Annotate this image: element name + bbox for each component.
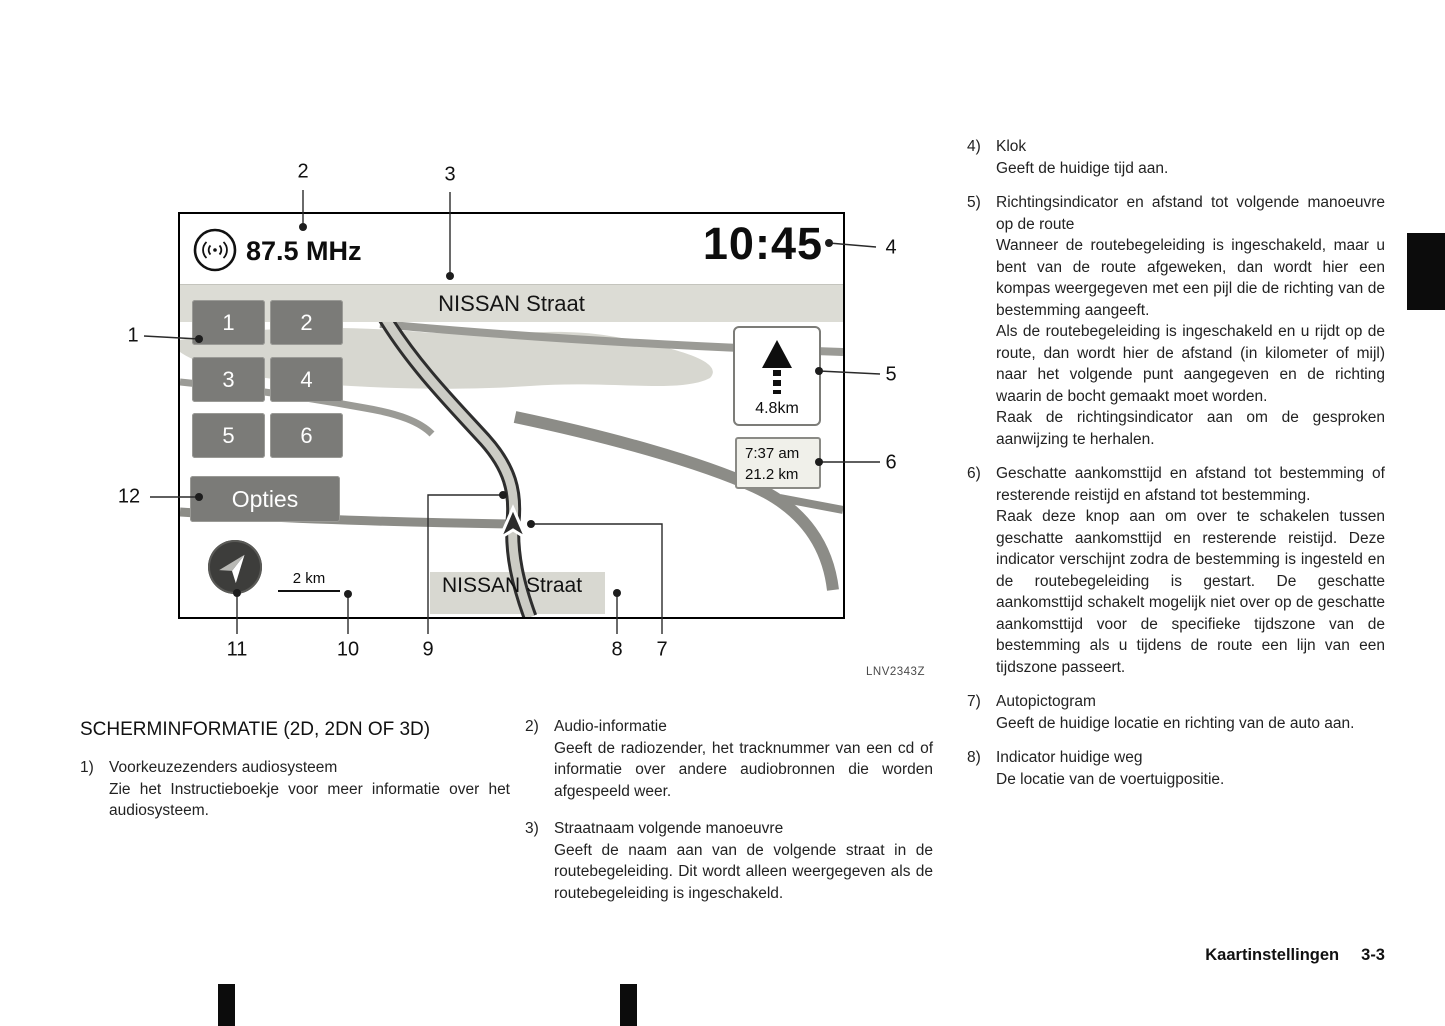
preset-button-4[interactable]: 4 <box>270 357 343 402</box>
next-street-label: NISSAN Straat <box>438 290 585 316</box>
middle-column: 2) Audio-informatie Geeft de radiozender… <box>525 716 933 917</box>
item-title: Audio-informatie <box>554 718 667 735</box>
callout-9: 9 <box>422 638 434 661</box>
eta-time: 7:37 am <box>745 445 800 462</box>
item-number: 5) <box>967 194 981 211</box>
clock-display: 10:45 <box>702 218 823 269</box>
binding-mark <box>620 984 637 1026</box>
item-number: 3) <box>525 820 539 837</box>
list-item: 2) Audio-informatie Geeft de radiozender… <box>525 716 933 802</box>
turn-indicator[interactable]: 4.8km <box>733 326 821 426</box>
list-item: 8) Indicator huidige weg De locatie van … <box>967 747 1385 790</box>
item-title: Richtingsindicator en afstand tot volgen… <box>996 194 1385 233</box>
car-position-icon <box>496 504 530 542</box>
callout-6: 6 <box>885 451 897 474</box>
list-item: 7) Autopictogram Geeft de huidige locati… <box>967 691 1385 734</box>
chapter-tab-marker <box>1407 233 1445 310</box>
callout-7: 7 <box>656 638 668 661</box>
item-number: 1) <box>80 759 94 776</box>
radio-audio-icon <box>193 228 237 272</box>
route-fill <box>382 322 535 617</box>
item-number: 6) <box>967 465 981 482</box>
callout-5: 5 <box>885 363 897 386</box>
item-title: Klok <box>996 138 1027 155</box>
item-paragraph: Raak de richtingsindicator aan om de ges… <box>996 409 1385 448</box>
callout-1: 1 <box>127 324 139 347</box>
radio-frequency: 87.5 MHz <box>246 236 362 266</box>
map-road <box>779 494 843 514</box>
current-street-label: NISSAN Straat <box>442 574 583 597</box>
item-paragraph: Wanneer de routebegeleiding is ingeschak… <box>996 237 1385 319</box>
preset-button-3[interactable]: 3 <box>192 357 265 402</box>
left-column: SCHERMINFORMATIE (2D, 2DN OF 3D) 1) Voor… <box>80 716 510 835</box>
item-paragraph: Als de routebegeleiding is ingeschakeld … <box>996 323 1385 405</box>
item-number: 7) <box>967 693 981 710</box>
list-item: 5) Richtingsindicator en afstand tot vol… <box>967 192 1385 450</box>
item-title: Autopictogram <box>996 693 1096 710</box>
nav-screen-diagram: 87.5 MHz 10:45 NISSAN Straat 1 2 3 4 5 6… <box>178 212 845 619</box>
callout-3: 3 <box>444 163 456 186</box>
item-number: 4) <box>967 138 981 155</box>
item-title: Straatnaam volgende manoeuvre <box>554 820 784 837</box>
item-title: Indicator huidige weg <box>996 749 1143 766</box>
eta-indicator[interactable]: 7:37 am 21.2 km <box>735 437 821 489</box>
item-paragraph: Geeft de huidige tijd aan. <box>996 159 1169 177</box>
eta-distance: 21.2 km <box>745 466 799 483</box>
list-item: 3) Straatnaam volgende manoeuvre Geeft d… <box>525 818 933 904</box>
figure-code: LNV2343Z <box>866 666 925 678</box>
footer-section-title: Kaartinstellingen <box>1205 946 1340 964</box>
turn-arrow-icon <box>762 340 792 394</box>
preset-button-2[interactable]: 2 <box>270 300 343 345</box>
item-paragraph: De locatie van de voertuigpositie. <box>996 770 1225 788</box>
callout-2: 2 <box>297 160 309 183</box>
item-title: Geschatte aankomsttijd en afstand tot be… <box>996 465 1385 504</box>
compass-button[interactable] <box>208 540 262 594</box>
callout-10: 10 <box>336 638 360 661</box>
footer-page-number: 3-3 <box>1361 946 1385 964</box>
list-item: 6) Geschatte aankomsttijd en afstand tot… <box>967 463 1385 678</box>
compass-arrow-icon <box>219 554 245 584</box>
list-item: 4) Klok Geeft de huidige tijd aan. <box>967 136 1385 179</box>
section-heading: SCHERMINFORMATIE (2D, 2DN OF 3D) <box>80 719 431 740</box>
callout-4: 4 <box>885 236 897 259</box>
preset-button-6[interactable]: 6 <box>270 413 343 458</box>
options-button[interactable]: Opties <box>190 476 340 522</box>
callout-8: 8 <box>611 638 623 661</box>
item-number: 8) <box>967 749 981 766</box>
map-scale: 2 km <box>278 570 340 592</box>
item-paragraph: Zie het Instructieboekje voor meer infor… <box>109 780 510 820</box>
right-column: 4) Klok Geeft de huidige tijd aan. 5) Ri… <box>967 136 1385 803</box>
list-item: 1) Voorkeuzezenders audiosysteem Zie het… <box>80 757 510 822</box>
item-paragraph: Geeft de radiozender, het tracknummer va… <box>554 739 933 800</box>
preset-button-5[interactable]: 5 <box>192 413 265 458</box>
callout-12: 12 <box>117 485 141 508</box>
item-number: 2) <box>525 718 539 735</box>
callout-11: 11 <box>226 638 248 661</box>
page-footer: Kaartinstellingen 3-3 <box>967 946 1385 965</box>
turn-distance: 4.8km <box>755 400 799 417</box>
binding-mark <box>218 984 235 1026</box>
item-title: Voorkeuzezenders audiosysteem <box>109 759 338 776</box>
item-paragraph: Geeft de huidige locatie en richting van… <box>996 714 1355 732</box>
item-paragraph: Raak deze knop aan om over te schakelen … <box>996 508 1385 676</box>
item-paragraph: Geeft de naam aan van de volgende straat… <box>554 841 933 902</box>
preset-button-1[interactable]: 1 <box>192 300 265 345</box>
